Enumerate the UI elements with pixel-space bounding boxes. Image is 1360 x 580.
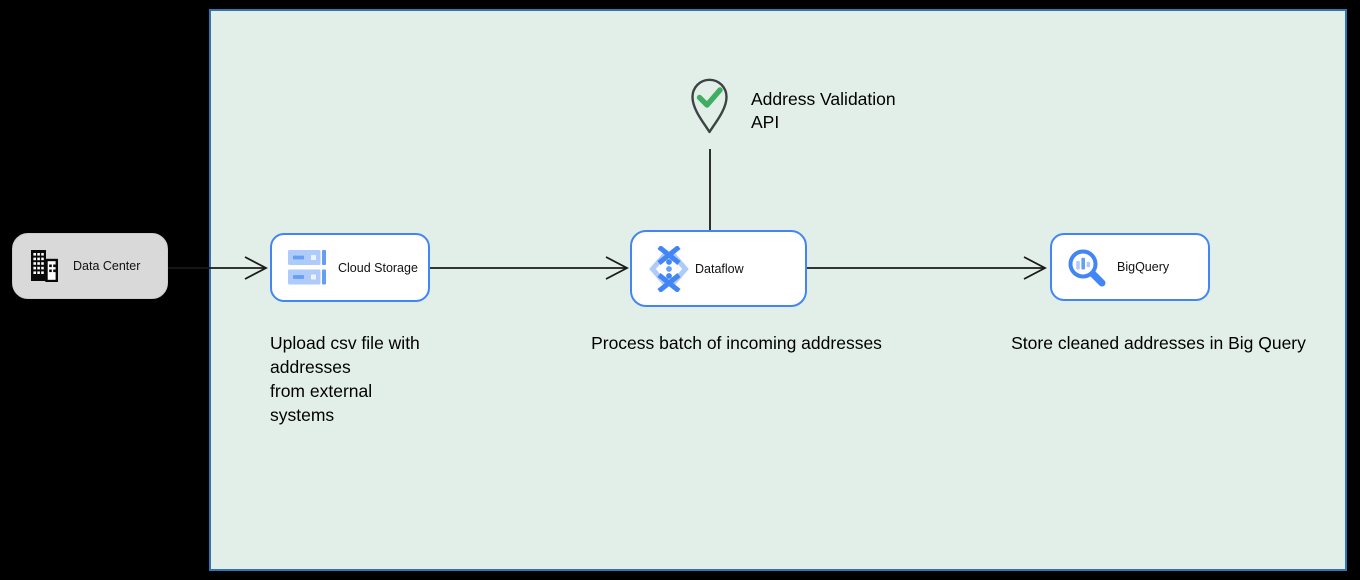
note-store-cleaned: Store cleaned addresses in Big Query	[1011, 333, 1306, 353]
node-data-center-label: Data Center	[73, 259, 141, 273]
building-icon	[30, 250, 58, 282]
dataflow-icon	[646, 245, 692, 292]
node-cloud-storage[interactable]: Cloud Storage	[270, 233, 430, 302]
note-process-batch: Process batch of incoming addresses	[591, 333, 882, 353]
node-bigquery-label: BigQuery	[1117, 260, 1170, 274]
note-upload-csv: Upload csv file with addresses from exte…	[270, 333, 420, 425]
cloud-storage-icon	[288, 250, 326, 285]
node-bigquery[interactable]: BigQuery	[1050, 233, 1210, 301]
node-cloud-storage-label: Cloud Storage	[338, 260, 418, 275]
address-validation-api-label: Address Validation API	[751, 89, 896, 132]
address-validation-pin[interactable]	[687, 77, 732, 136]
node-data-center[interactable]: Data Center	[12, 233, 168, 299]
checkmark-icon	[696, 87, 723, 108]
node-dataflow[interactable]: Dataflow	[630, 230, 807, 307]
bigquery-icon	[1066, 247, 1106, 287]
node-dataflow-label: Dataflow	[695, 261, 744, 276]
location-pin-icon	[691, 78, 728, 134]
